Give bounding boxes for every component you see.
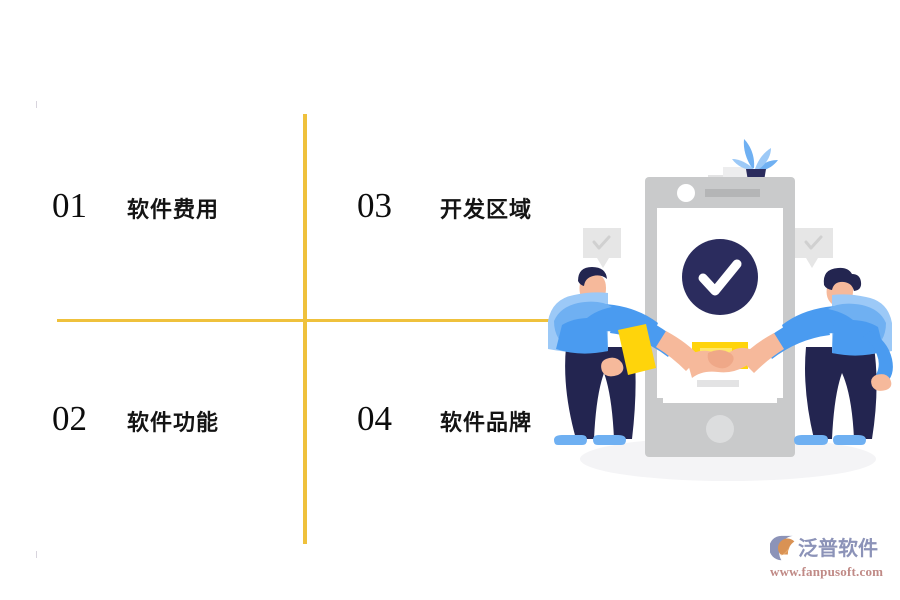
checkmark-badge [682, 239, 758, 315]
watermark-url: www.fanpusoft.com [770, 564, 884, 579]
speech-bubble-left [583, 228, 621, 268]
registration-mark-bottom [36, 551, 37, 558]
quadrant-item-03[interactable]: 03 开发区域 [357, 188, 532, 223]
handshake [686, 347, 752, 378]
item-number: 02 [52, 399, 87, 438]
registration-mark-top [36, 101, 37, 108]
device-title-bar [705, 189, 760, 197]
item-number: 03 [357, 186, 392, 225]
item-number: 01 [52, 186, 87, 225]
fanpusoft-watermark: 泛普软件 www.fanpusoft.com [770, 533, 892, 583]
speech-bubble-right [795, 228, 833, 268]
item-label: 软件费用 [127, 198, 220, 223]
item-number: 04 [357, 399, 392, 438]
person-left [548, 267, 700, 445]
handshake-deal-illustration [540, 135, 900, 495]
item-label: 开发区域 [440, 198, 533, 223]
device-avatar-circle [677, 184, 695, 202]
watermark-brand: 泛普软件 [798, 536, 878, 560]
yellow-card [618, 324, 656, 375]
item-label: 软件品牌 [440, 411, 533, 436]
horizontal-divider [57, 319, 557, 322]
fanpusoft-logo-icon [770, 535, 795, 561]
platform-step-2 [723, 167, 753, 177]
quadrant-item-04[interactable]: 04 软件品牌 [357, 401, 532, 436]
device-caption-bar [697, 380, 739, 387]
device-home-button [706, 415, 734, 443]
item-label: 软件功能 [127, 411, 220, 436]
quadrant-item-02[interactable]: 02 软件功能 [52, 401, 219, 436]
vertical-divider [303, 114, 307, 544]
quadrant-item-01[interactable]: 01 软件费用 [52, 188, 219, 223]
person-right [740, 267, 893, 445]
